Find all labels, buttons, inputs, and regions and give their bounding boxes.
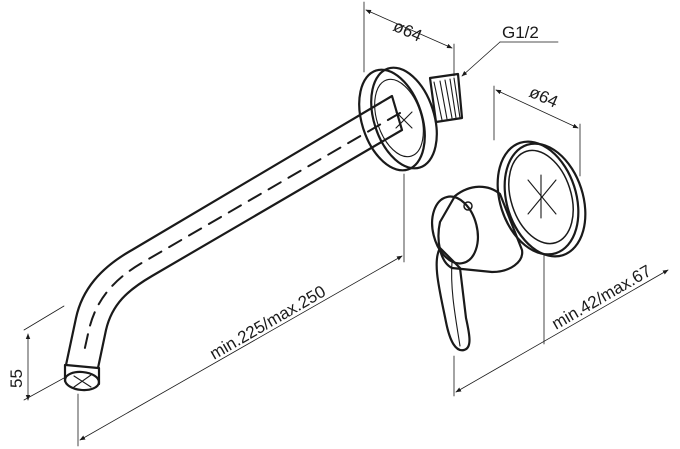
flange-diameter-label: ø64 bbox=[390, 16, 424, 45]
thread-dimension: G1/2 bbox=[461, 23, 559, 77]
mixer-body bbox=[437, 185, 524, 274]
spout-flange bbox=[358, 68, 426, 172]
flange-diameter-dimension: ø64 bbox=[363, 1, 455, 77]
spout-assembly bbox=[63, 66, 464, 392]
spout-height-dimension: 55 bbox=[7, 305, 65, 401]
thread-size-label: G1/2 bbox=[502, 23, 539, 42]
spout-height-label: 55 bbox=[7, 369, 26, 388]
spout-tube bbox=[64, 94, 404, 370]
mixer-rosette bbox=[496, 140, 580, 256]
mixer-body-front bbox=[431, 195, 479, 265]
mixer-projection-dimension: min.42/max.67 bbox=[453, 253, 669, 397]
mixer-logo bbox=[463, 201, 473, 211]
spout-length-dimension: min.225/max.250 bbox=[77, 173, 405, 447]
spout-threaded-connector bbox=[428, 72, 464, 124]
mixer-rosette-back bbox=[503, 142, 587, 258]
mixer-rosette-inner bbox=[508, 149, 574, 245]
spout-centerline bbox=[83, 112, 401, 353]
mixer-diameter-label: ø64 bbox=[526, 82, 560, 111]
spout-length-label: min.225/max.250 bbox=[207, 282, 329, 364]
mixer-projection-label: min.42/max.67 bbox=[549, 261, 655, 333]
